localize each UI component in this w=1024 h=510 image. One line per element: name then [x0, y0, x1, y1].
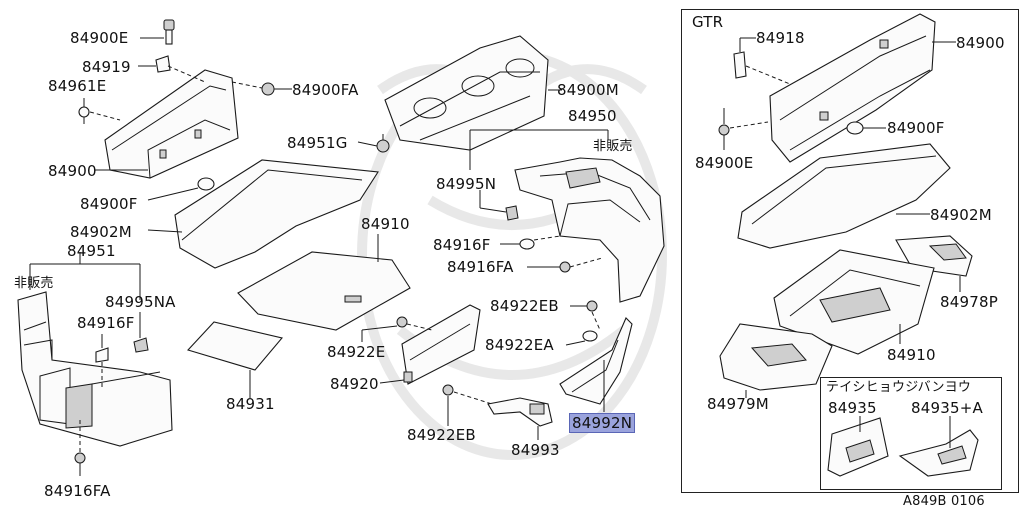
label-84919: 84919	[82, 58, 131, 76]
label-teishi: テイシヒョウジバンヨウ	[826, 380, 972, 395]
label-84995N: 84995N	[436, 175, 497, 193]
clip-84922E	[361, 316, 433, 342]
box-84951	[17, 252, 173, 447]
label-gtr-84900F: 84900F	[887, 119, 945, 137]
trim-panel-84900	[104, 69, 239, 179]
clip-84916F-left	[95, 334, 109, 390]
gtr-trim-84900	[769, 13, 956, 163]
clip-84951G	[357, 134, 390, 153]
clip-84900FA	[231, 81, 292, 96]
label-84900F: 84900F	[80, 195, 138, 213]
screw-84961E	[78, 98, 121, 124]
label-gtr-84978P: 84978P	[940, 293, 998, 311]
label-84922EB-upper: 84922EB	[490, 297, 559, 315]
label-hanbai-left: 非販売	[14, 276, 54, 291]
label-84916F-center: 84916F	[433, 236, 491, 254]
label-84900M: 84900M	[557, 81, 619, 99]
label-gtr-84902M: 84902M	[930, 206, 992, 224]
trim-84920	[379, 304, 481, 385]
trim-84992N	[559, 317, 633, 412]
teishi-frame	[820, 377, 1002, 490]
trim-84993	[487, 397, 553, 440]
label-gtr-84979M: 84979M	[707, 395, 769, 413]
clip-84995N	[479, 190, 519, 221]
label-84922EB-lower: 84922EB	[407, 426, 476, 444]
label-84995NA: 84995NA	[105, 293, 176, 311]
gtr-mat-84902M	[737, 143, 951, 249]
gtr-clip-84900F	[846, 121, 886, 135]
trunk-board-84910	[237, 234, 411, 331]
label-84951G: 84951G	[287, 134, 348, 152]
label-84951: 84951	[67, 242, 116, 260]
bracket-84950	[469, 129, 665, 303]
label-84961E: 84961E	[48, 77, 107, 95]
label-84950: 84950	[568, 107, 617, 125]
clip-84916FA-center	[527, 257, 603, 273]
label-84910: 84910	[361, 215, 410, 233]
label-gtr-84900: 84900	[956, 34, 1005, 52]
small-mat-84931	[186, 321, 283, 398]
label-gtr-84910: 84910	[887, 346, 936, 364]
gtr-frame	[681, 9, 1019, 493]
label-84900: 84900	[48, 162, 97, 180]
clip-84916F-center	[500, 235, 561, 250]
label-84900FA: 84900FA	[292, 81, 359, 99]
label-84993: 84993	[511, 441, 560, 459]
label-84902M: 84902M	[70, 223, 132, 241]
label-84916FA-center: 84916FA	[447, 258, 514, 276]
gtr-plate-84935	[827, 416, 889, 477]
gtr-plate-84935A	[898, 416, 979, 477]
bracket-84919	[138, 55, 206, 83]
label-84916FA-left: 84916FA	[44, 482, 111, 500]
label-84931: 84931	[226, 395, 275, 413]
clip-84916FA-left	[74, 420, 86, 476]
label-gtr-84918: 84918	[756, 29, 805, 47]
gtr-board-84910	[773, 249, 935, 355]
gtr-mat-84979M	[719, 323, 833, 398]
gtr-bracket-84918	[733, 37, 791, 85]
clip-84900E	[140, 19, 175, 45]
label-hanbai-center: 非販売	[593, 139, 633, 154]
label-gtr-84900E: 84900E	[695, 154, 754, 172]
label-84922EA: 84922EA	[485, 336, 554, 354]
label-gtr: GTR	[692, 13, 724, 31]
label-gtr-84935: 84935	[828, 399, 877, 417]
label-84922E: 84922E	[327, 343, 386, 361]
label-84916F-left: 84916F	[77, 314, 135, 332]
floor-cover-84900M	[384, 35, 562, 151]
clip-84922EB-lower	[442, 384, 493, 426]
diagram-code: A849B 0106	[903, 494, 985, 509]
label-84920: 84920	[330, 375, 379, 393]
clip-84995NA	[133, 312, 149, 353]
clip-84922EA	[565, 330, 598, 346]
label-84900E: 84900E	[70, 29, 129, 47]
label-gtr-84935A: 84935+A	[911, 399, 983, 417]
clip-84922EB-upper	[570, 300, 601, 331]
gtr-clip-84900E	[718, 108, 769, 150]
trunk-mat-84902M	[147, 159, 379, 269]
label-84992N: 84992N	[569, 413, 636, 433]
